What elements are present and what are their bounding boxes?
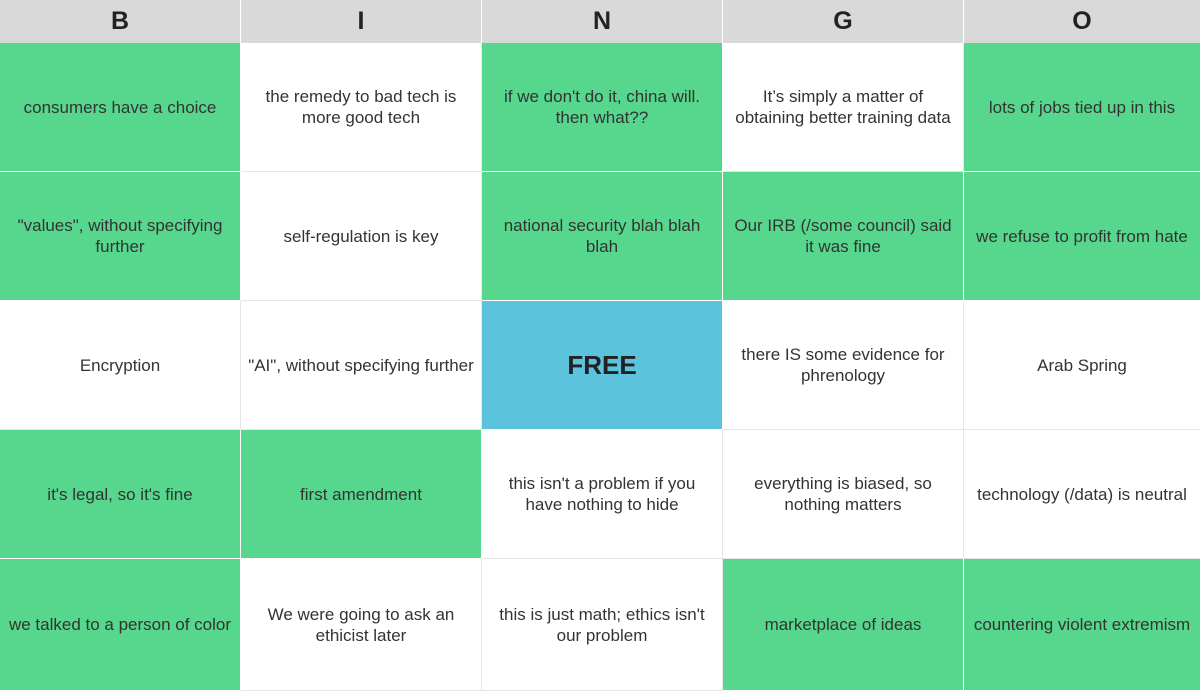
bingo-cell[interactable]: "values", without specifying further [0, 172, 241, 301]
bingo-cell[interactable]: there IS some evidence for phrenology [723, 301, 964, 430]
bingo-cell[interactable]: we talked to a person of color [0, 559, 241, 691]
bingo-cell[interactable]: it's legal, so it's fine [0, 430, 241, 559]
bingo-cell[interactable]: countering violent extremism [964, 559, 1200, 691]
column-header-g: G [723, 0, 964, 43]
bingo-cell[interactable]: consumers have a choice [0, 43, 241, 172]
bingo-cell[interactable]: We were going to ask an ethicist later [241, 559, 482, 691]
column-header-o: O [964, 0, 1200, 43]
bingo-cell[interactable]: It’s simply a matter of obtaining better… [723, 43, 964, 172]
bingo-cell[interactable]: first amendment [241, 430, 482, 559]
bingo-cell[interactable]: national security blah blah blah [482, 172, 723, 301]
bingo-cell[interactable]: lots of jobs tied up in this [964, 43, 1200, 172]
free-space-cell[interactable]: FREE [482, 301, 723, 430]
bingo-cell[interactable]: the remedy to bad tech is more good tech [241, 43, 482, 172]
bingo-cell[interactable]: Our IRB (/some council) said it was fine [723, 172, 964, 301]
bingo-cell[interactable]: this is just math; ethics isn't our prob… [482, 559, 723, 691]
bingo-cell[interactable]: everything is biased, so nothing matters [723, 430, 964, 559]
bingo-cell[interactable]: "AI", without specifying further [241, 301, 482, 430]
bingo-cell[interactable]: self-regulation is key [241, 172, 482, 301]
bingo-cell[interactable]: if we don't do it, china will. then what… [482, 43, 723, 172]
bingo-cell[interactable]: this isn't a problem if you have nothing… [482, 430, 723, 559]
bingo-cell[interactable]: Arab Spring [964, 301, 1200, 430]
bingo-cell[interactable]: Encryption [0, 301, 241, 430]
column-header-n: N [482, 0, 723, 43]
bingo-cell[interactable]: technology (/data) is neutral [964, 430, 1200, 559]
column-header-b: B [0, 0, 241, 43]
column-header-i: I [241, 0, 482, 43]
bingo-cell[interactable]: marketplace of ideas [723, 559, 964, 691]
bingo-cell[interactable]: we refuse to profit from hate [964, 172, 1200, 301]
